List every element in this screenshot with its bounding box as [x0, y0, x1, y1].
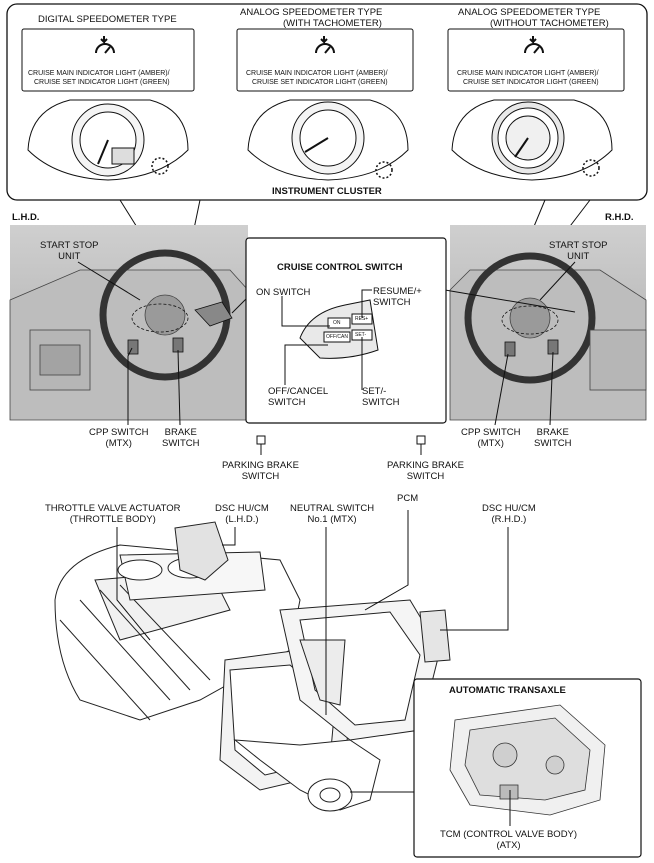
res-button-text: RES+: [355, 316, 369, 322]
cruise-indicator-icon: [524, 36, 544, 54]
tcm-label: TCM (CONTROL VALVE BODY)(ATX): [440, 829, 578, 851]
dsc-hu-cm-rhd-label: DSC HU/CM(R.H.D.): [482, 503, 536, 525]
set-switch-label: SET/-SWITCH: [362, 386, 400, 408]
indicator-text: CRUISE MAIN INDICATOR LIGHT (AMBER)/: [246, 70, 388, 77]
parking-brake-icon: [256, 435, 266, 445]
rhd-label: R.H.D.: [605, 212, 634, 223]
dsc-hu-cm-lhd-label: DSC HU/CM(L.H.D.): [215, 503, 269, 525]
offcan-button-text: OFF/CAN: [326, 334, 348, 340]
indicator-text: CRUISE SET INDICATOR LIGHT (GREEN): [34, 79, 170, 86]
cruise-indicator-icon: [315, 36, 335, 54]
leader-line: [116, 510, 511, 826]
analog-tacho-title: ANALOG SPEEDOMETER TYPE: [240, 7, 383, 18]
analog-notacho-callout-box: [447, 28, 625, 92]
leader-line: [77, 261, 576, 455]
on-button-text: ON: [333, 320, 341, 326]
indicator-text: CRUISE MAIN INDICATOR LIGHT (AMBER)/: [457, 70, 599, 77]
analog-notacho-subtitle: (WITHOUT TACHOMETER): [490, 18, 609, 29]
instrument-cluster-label: INSTRUMENT CLUSTER: [272, 186, 382, 197]
cruise-switch-illustration: [299, 299, 379, 359]
automatic-transaxle-title: AUTOMATIC TRANSAXLE: [449, 685, 566, 696]
rhd-cockpit: [449, 225, 647, 421]
leader-line: [231, 297, 248, 314]
lhd-cockpit: [9, 225, 249, 421]
indicator-text: CRUISE SET INDICATOR LIGHT (GREEN): [463, 79, 599, 86]
digital-callout-box: [21, 28, 195, 92]
cpp-switch-label: CPP SWITCH(MTX): [89, 427, 149, 449]
digital-cluster: [27, 99, 189, 181]
pcm-label: PCM: [397, 493, 419, 504]
leader-line: [281, 289, 372, 390]
analog-tacho-callout-box: [236, 28, 414, 92]
indicator-text: CRUISE SET INDICATOR LIGHT (GREEN): [252, 79, 388, 86]
analog-tacho-subtitle: (WITH TACHOMETER): [283, 18, 382, 29]
analog-notacho-title: ANALOG SPEEDOMETER TYPE: [458, 7, 601, 18]
cruise-control-switch-title: CRUISE CONTROL SWITCH: [277, 262, 403, 273]
leader-line: [444, 289, 576, 313]
cruise-indicator-icon: [95, 36, 115, 54]
analog-tacho-cluster: [247, 99, 409, 181]
set-button-text: SET-: [355, 332, 367, 338]
lhd-label: L.H.D.: [12, 212, 40, 223]
cpp-switch-label: CPP SWITCH(MTX): [461, 427, 521, 449]
analog-notacho-cluster: [451, 99, 613, 181]
indicator-text: CRUISE MAIN INDICATOR LIGHT (AMBER)/: [28, 70, 170, 77]
on-switch-label: ON SWITCH: [256, 287, 311, 298]
engine-illustration: [54, 521, 451, 812]
transaxle-illustration: [449, 704, 606, 816]
digital-title: DIGITAL SPEEDOMETER TYPE: [38, 14, 177, 25]
throttle-valve-actuator-label: THROTTLE VALVE ACTUATOR(THROTTLE BODY): [45, 503, 181, 525]
resume-switch-label: RESUME/+SWITCH: [373, 286, 422, 308]
parking-brake-icon: [416, 435, 426, 445]
